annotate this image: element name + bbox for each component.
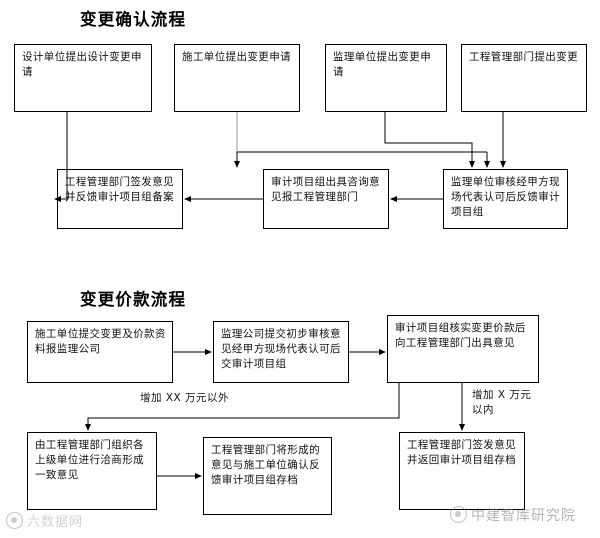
- section-title-change-confirmation: 变更确认流程: [80, 10, 187, 29]
- watermark-left: 六数据网: [6, 511, 83, 530]
- node-construction-unit-change-request: 施工单位提出变更申请: [174, 44, 300, 112]
- node-supervision-unit-change-request: 监理单位提出变更申请: [325, 44, 447, 112]
- node-engineering-dept-issue-opinion-record: 工程管理部门签发意见并反馈审计项目组备案: [57, 169, 183, 229]
- watermark-right-text: 中建智库研究院: [471, 508, 576, 524]
- node-audit-team-advisory-opinion: 审计项目组出具咨询意见报工程管理部门: [263, 169, 389, 229]
- edge-audit-to-negotiation: [85, 383, 400, 431]
- node-design-unit-change-request: 设计单位提出设计变更申请: [14, 44, 152, 112]
- node-engineering-dept-sign-return-archive: 工程管理部门签发意见并返回审计项目组存档: [399, 432, 525, 510]
- node-engineering-dept-organize-negotiation: 由工程管理部门组织各上级单位进行洽商形成一致意见: [27, 432, 157, 510]
- section-title-change-pricing: 变更价款流程: [80, 290, 187, 309]
- watermark-left-badge-icon: [6, 512, 23, 529]
- watermark-left-text: 六数据网: [27, 515, 84, 530]
- node-confirm-opinion-with-contractor: 工程管理部门将形成的意见与施工单位确认反馈审计项目组存档: [203, 437, 332, 515]
- edge-label-within-threshold: 增加 X 万元 以内: [472, 389, 532, 416]
- node-engineering-dept-change-request: 工程管理部门提出变更: [461, 44, 587, 112]
- edge-supervision-to-review: [384, 112, 475, 168]
- watermark-right: 中建智库研究院: [450, 505, 576, 525]
- edge-label-above-threshold: 增加 XX 万元以外: [140, 392, 230, 404]
- node-supervision-preliminary-review: 监理公司提交初步审核意见经甲方现场代表认可后交审计项目组: [213, 321, 349, 383]
- node-audit-team-verify-price: 审计项目组核实变更价款后向工程管理部门出具意见: [387, 315, 539, 383]
- node-submit-change-price-docs: 施工单位提交变更及价款资料报监理公司: [27, 321, 173, 383]
- watermark-badge-icon: [450, 506, 467, 523]
- node-supervision-review-owner-rep-feedback: 监理单位审核经甲方现场代表认可后反馈审计项目组: [443, 169, 568, 229]
